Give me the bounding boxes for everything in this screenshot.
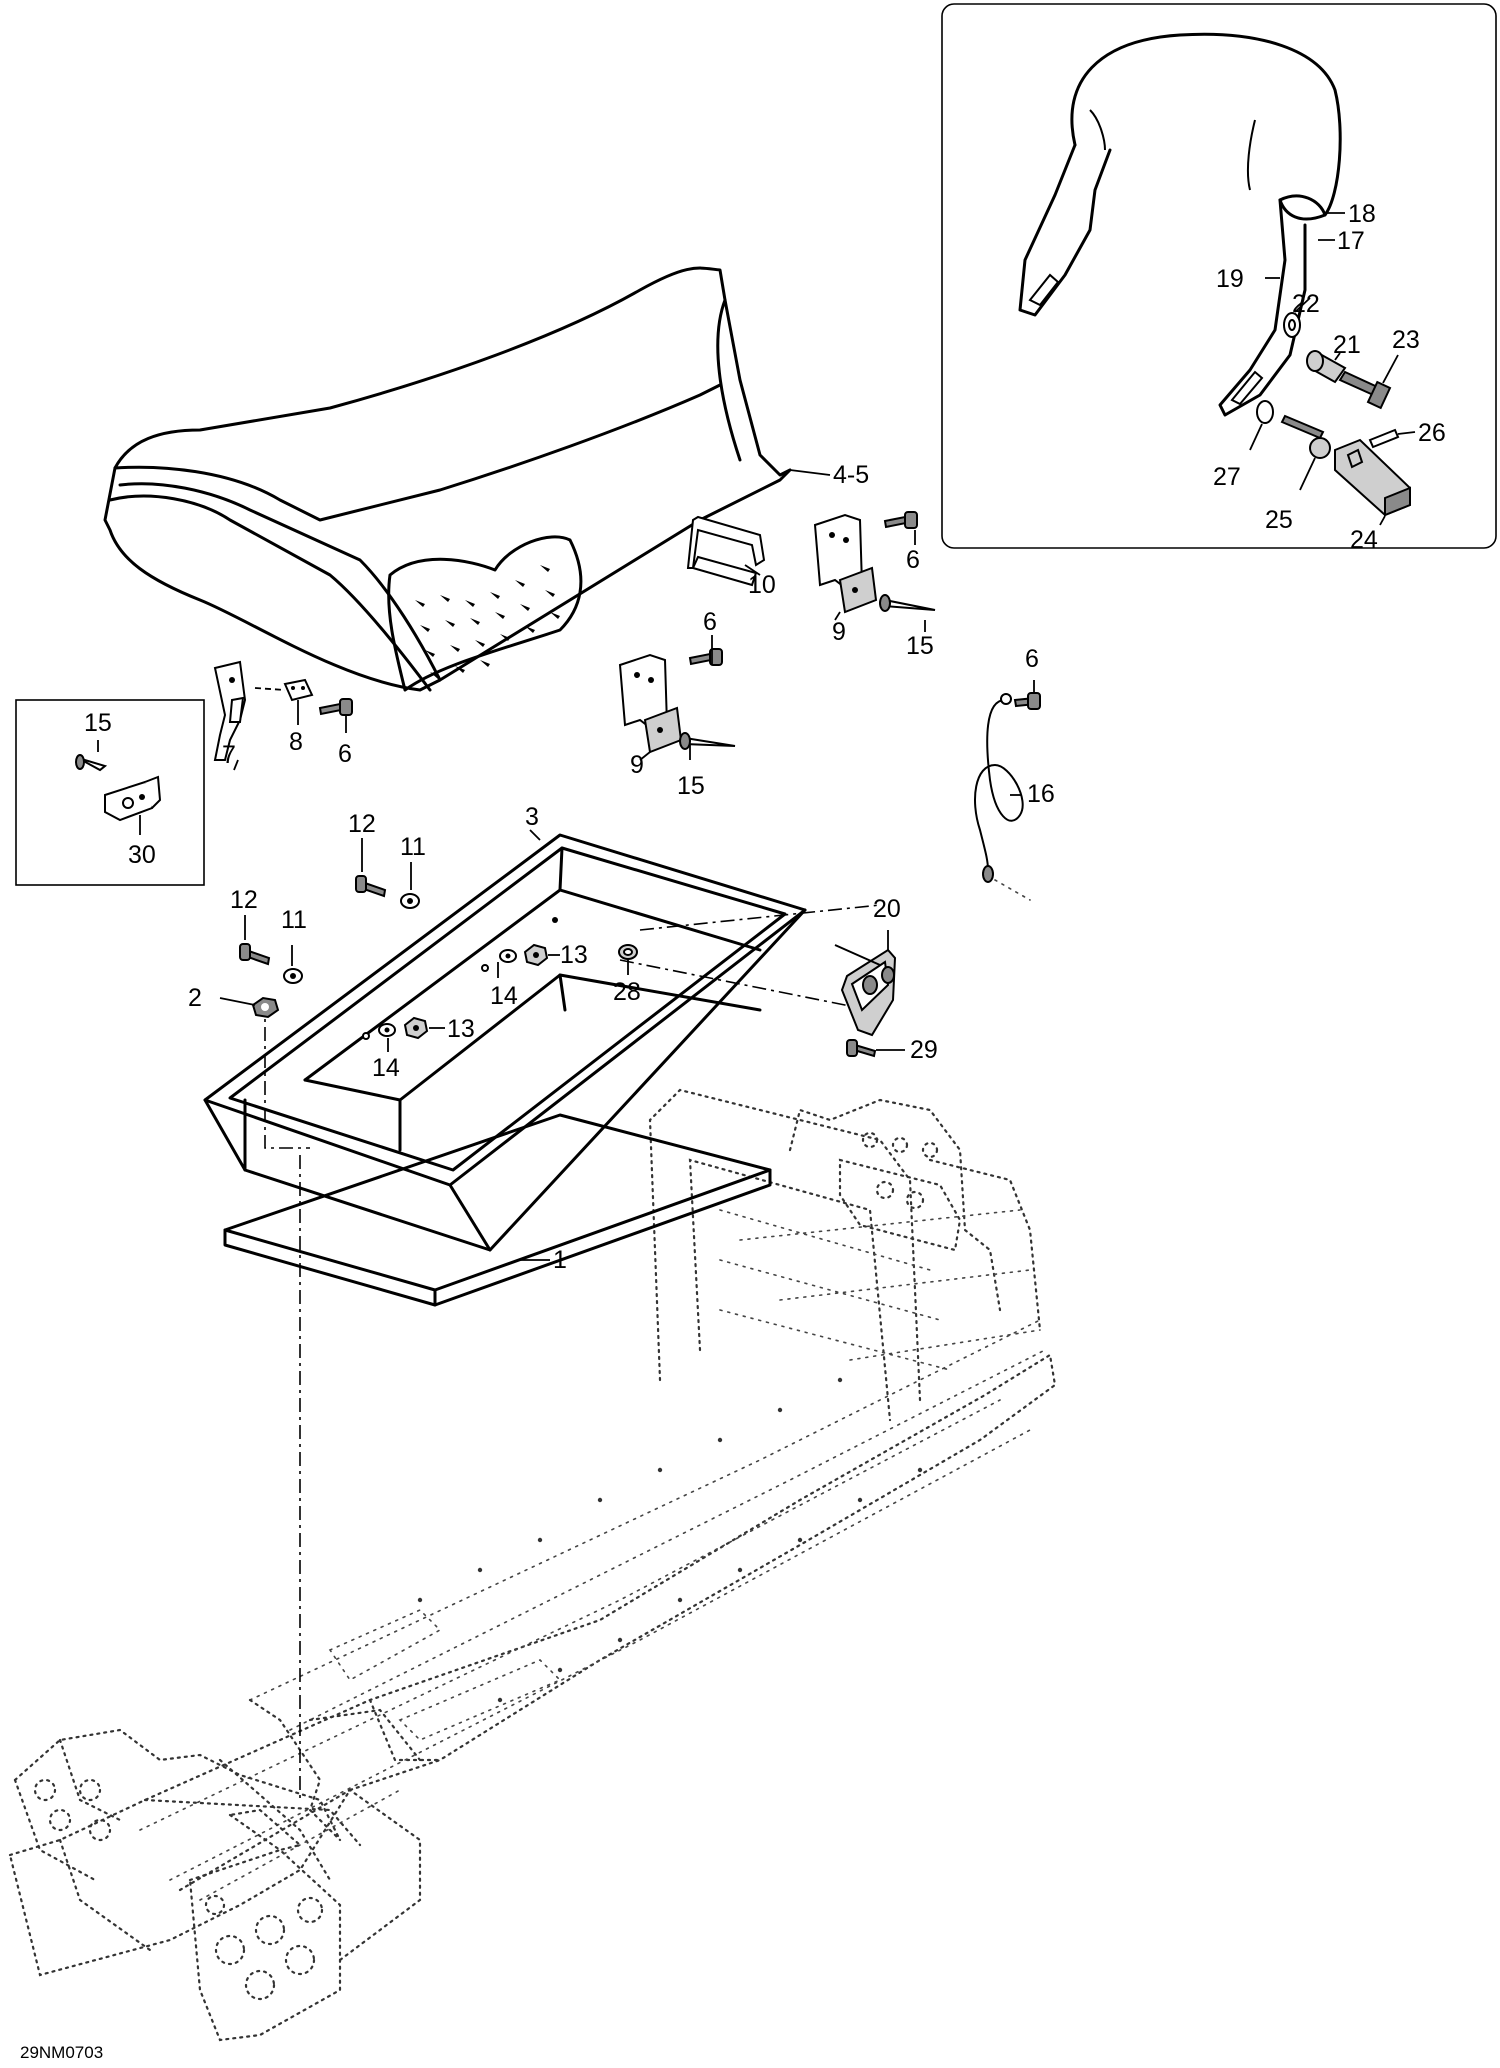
label-screw-12-a: 12 (348, 810, 376, 838)
label-washer-14-a: 14 (490, 982, 518, 1010)
label-seat-cover: 4-5 (833, 461, 869, 489)
washer-14-upper (499, 949, 517, 963)
tunnel-rivets (417, 1377, 923, 1703)
chassis-frame (8, 1088, 1057, 2042)
label-hinge-left: 9 (630, 751, 644, 779)
spacer-28 (618, 944, 638, 960)
label-rivet-15-b: 15 (677, 772, 705, 800)
nut-2 (251, 996, 280, 1019)
screw-12-left (239, 943, 271, 966)
label-mount-24: 24 (1350, 526, 1378, 554)
label-tether-16: 16 (1027, 780, 1055, 808)
label-screw-29: 29 (910, 1036, 938, 1064)
bracket-30 (75, 754, 162, 822)
rivet-15-left (679, 732, 736, 750)
label-screw-6-c: 6 (338, 740, 352, 768)
seat-cover (103, 266, 792, 692)
label-washer-14-b: 14 (372, 1054, 400, 1082)
alignment-line-bracket-top (639, 904, 881, 931)
washer-27 (1256, 400, 1274, 424)
storage-box-3 (203, 833, 807, 1252)
washer-11-top (400, 893, 420, 909)
seat-grip-patch (387, 535, 583, 692)
rivet-15-right (879, 594, 936, 612)
label-bracket-20: 20 (873, 895, 901, 923)
label-screw-12-b: 12 (230, 886, 258, 914)
label-hinge-right: 9 (832, 618, 846, 646)
label-screw-6-d: 6 (1025, 645, 1039, 673)
hinge-left (618, 653, 683, 754)
label-rivet-15-inset: 15 (84, 709, 112, 737)
label-nut-2: 2 (188, 984, 202, 1012)
label-clip-18: 18 (1348, 200, 1376, 228)
nut-13-lower (403, 1016, 429, 1040)
grip-pattern (415, 565, 560, 679)
label-tool: 10 (748, 571, 776, 599)
label-pin-26: 26 (1418, 419, 1446, 447)
nut-13-upper (523, 943, 549, 967)
screw-6-bracket (318, 698, 353, 716)
pin-26 (1368, 428, 1400, 449)
inset-backrest (941, 3, 1497, 549)
label-spacer-21: 21 (1333, 331, 1361, 359)
screw-12-top (355, 875, 387, 898)
alignment-line-left (264, 1000, 310, 1149)
bracket-20 (834, 944, 897, 1037)
leader-lines (97, 212, 1416, 1261)
label-washer-11-a: 11 (400, 833, 426, 861)
backrest-pad (1070, 32, 1342, 221)
screw-6-hinge-left (688, 648, 723, 666)
label-washer-11-b: 11 (281, 906, 307, 934)
tether-16 (974, 693, 1031, 901)
screw-6-hinge-right (883, 511, 918, 529)
alignment-line-bracket (619, 959, 871, 1011)
bolt-25 (1280, 414, 1325, 440)
label-bracket-30: 30 (128, 841, 156, 869)
label-pad-1: 1 (553, 1246, 567, 1274)
label-spacer-28: 28 (613, 978, 641, 1006)
inset-bracket-30 (15, 699, 205, 886)
label-bracket-7: 7 (222, 741, 236, 769)
bolt-end (481, 964, 489, 972)
label-plate-8: 8 (289, 728, 303, 756)
label-backrest-19: 19 (1216, 265, 1244, 293)
label-washer-22: 22 (1292, 290, 1320, 318)
label-nut-13-a: 13 (560, 941, 588, 969)
tool-10 (686, 515, 766, 569)
label-clip-17: 17 (1337, 227, 1365, 255)
foam-pad-1 (223, 1113, 772, 1307)
bolt-end-lower (362, 1032, 370, 1040)
bracket-7 (213, 660, 286, 761)
label-washer-27: 27 (1213, 463, 1241, 491)
label-nut-13-b: 13 (447, 1015, 475, 1043)
inset-frame (941, 3, 1497, 549)
hinge-right (813, 513, 878, 614)
label-bolt-25: 25 (1265, 506, 1293, 534)
label-screw-6-b: 6 (703, 608, 717, 636)
screw-29 (846, 1039, 877, 1058)
label-box-3: 3 (525, 803, 539, 831)
plate-8 (283, 678, 314, 702)
label-screw-6-a: 6 (906, 546, 920, 574)
seat-assembly (103, 266, 792, 692)
label-bolt-23: 23 (1392, 326, 1420, 354)
washer-11-left (283, 968, 303, 984)
diagram-code: 29NM0703 (20, 2043, 103, 2062)
label-rivet-15-a: 15 (906, 632, 934, 660)
washer-14-lower (378, 1023, 396, 1037)
screw-6-tether (1013, 692, 1041, 710)
callout-labels: 4-5 10 9 9 6 6 6 6 15 15 15 7 8 16 30 3 … (84, 200, 1446, 1274)
